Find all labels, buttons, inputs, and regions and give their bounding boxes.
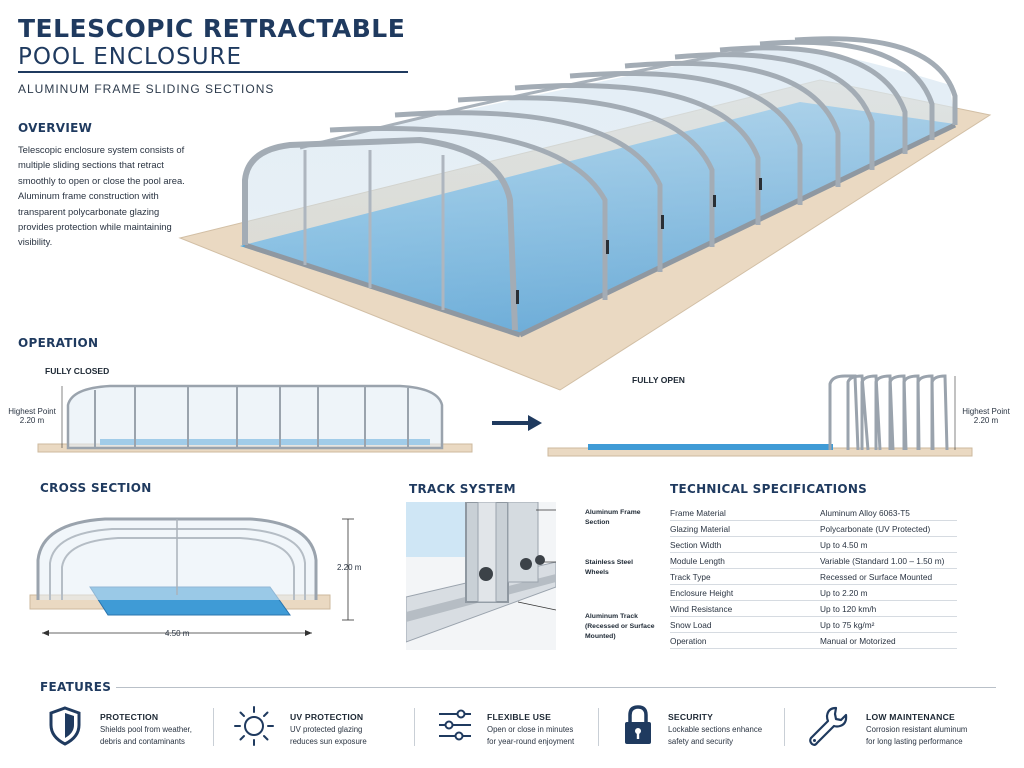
side-base-rail	[518, 122, 957, 338]
page-subtitle: ALUMINUM FRAME SLIDING SECTIONS	[18, 82, 275, 96]
sliders-icon	[439, 709, 471, 741]
feature-maintenance-text: Corrosion resistant aluminum for long la…	[866, 725, 968, 746]
operation-diagram	[37, 374, 973, 457]
feature-protection-title: PROTECTION	[100, 712, 159, 722]
track-system-illustration	[406, 502, 556, 650]
spec-row: Track Type Recessed or Surface Mounted	[670, 569, 957, 585]
front-base-rail	[244, 242, 521, 338]
spec-row: Enclosure Height Up to 2.20 m	[670, 585, 957, 601]
open-enclosure-elevation	[547, 374, 973, 457]
feature-maintenance-title: LOW MAINTENANCE	[866, 712, 955, 722]
spec-row: Wind Resistance Up to 120 km/h	[670, 601, 957, 617]
callout-stainless-wheels: Stainless Steel Wheels	[585, 559, 633, 576]
spec-row: Snow Load Up to 75 kg/m²	[670, 617, 957, 633]
spec-row: Glazing Material Polycarbonate (UV Prote…	[670, 521, 957, 537]
hero-enclosure-illustration	[178, 36, 992, 391]
wrench-icon	[809, 706, 848, 746]
sun-icon	[234, 706, 274, 746]
page-title-line1: TELESCOPIC RETRACTABLE	[18, 14, 406, 43]
lock-icon	[625, 705, 651, 744]
operation-heading: OPERATION	[18, 336, 99, 350]
cross-section-diagram	[29, 517, 354, 636]
open-height-label: Highest Point 2.20 m	[962, 407, 1010, 425]
feature-flexible-text: Open or close in minutes for year-round …	[487, 725, 575, 746]
feature-protection-text: Shields pool from weather, debris and co…	[100, 725, 192, 746]
fully-open-label: FULLY OPEN	[632, 375, 685, 385]
features-divider	[116, 687, 996, 688]
fully-closed-label: FULLY CLOSED	[45, 366, 110, 376]
feature-uv-title: UV PROTECTION	[290, 712, 364, 722]
feature-security-text: Lockable sections enhance safety and sec…	[668, 725, 763, 746]
spec-row: Frame Material Aluminum Alloy 6063-T5	[670, 505, 957, 521]
track-system-heading: TRACK SYSTEM	[409, 482, 516, 496]
spec-row: Module Length Variable (Standard 1.00 – …	[670, 553, 957, 569]
feature-divider	[213, 708, 214, 746]
feature-uv-text: UV protected glazing reduces sun exposur…	[290, 725, 367, 746]
feature-security-title: SECURITY	[668, 712, 714, 722]
specs-heading: TECHNICAL SPECIFICATIONS	[670, 482, 868, 496]
overview-heading: OVERVIEW	[18, 121, 93, 135]
arrow-right-icon	[492, 415, 542, 431]
features-heading: FEATURES	[40, 680, 112, 694]
callout-frame-section: Aluminum Frame Section	[585, 509, 641, 526]
cross-section-height-label: 2.20 m	[337, 563, 362, 572]
title-underline	[18, 71, 408, 73]
front-arch-frame	[242, 136, 518, 331]
closed-enclosure-elevation	[37, 384, 473, 453]
feature-flexible-title: FLEXIBLE USE	[487, 712, 551, 722]
cross-section-width-label: 4.50 m	[165, 629, 190, 638]
shield-icon	[49, 706, 81, 746]
closed-height-label: Highest Point 2.20 m	[8, 407, 56, 425]
page-title-line2: POOL ENCLOSURE	[18, 44, 243, 70]
cross-section-heading: CROSS SECTION	[40, 481, 152, 495]
feature-divider	[598, 708, 599, 746]
spec-row: Operation Manual or Motorized	[670, 633, 957, 649]
callout-aluminum-track: Aluminum Track (Recessed or Surface Moun…	[585, 613, 655, 640]
feature-divider	[414, 708, 415, 746]
spec-row: Section Width Up to 4.50 m	[670, 537, 957, 553]
overview-text: Telescopic enclosure system consists of …	[18, 144, 185, 248]
feature-divider	[784, 708, 785, 746]
